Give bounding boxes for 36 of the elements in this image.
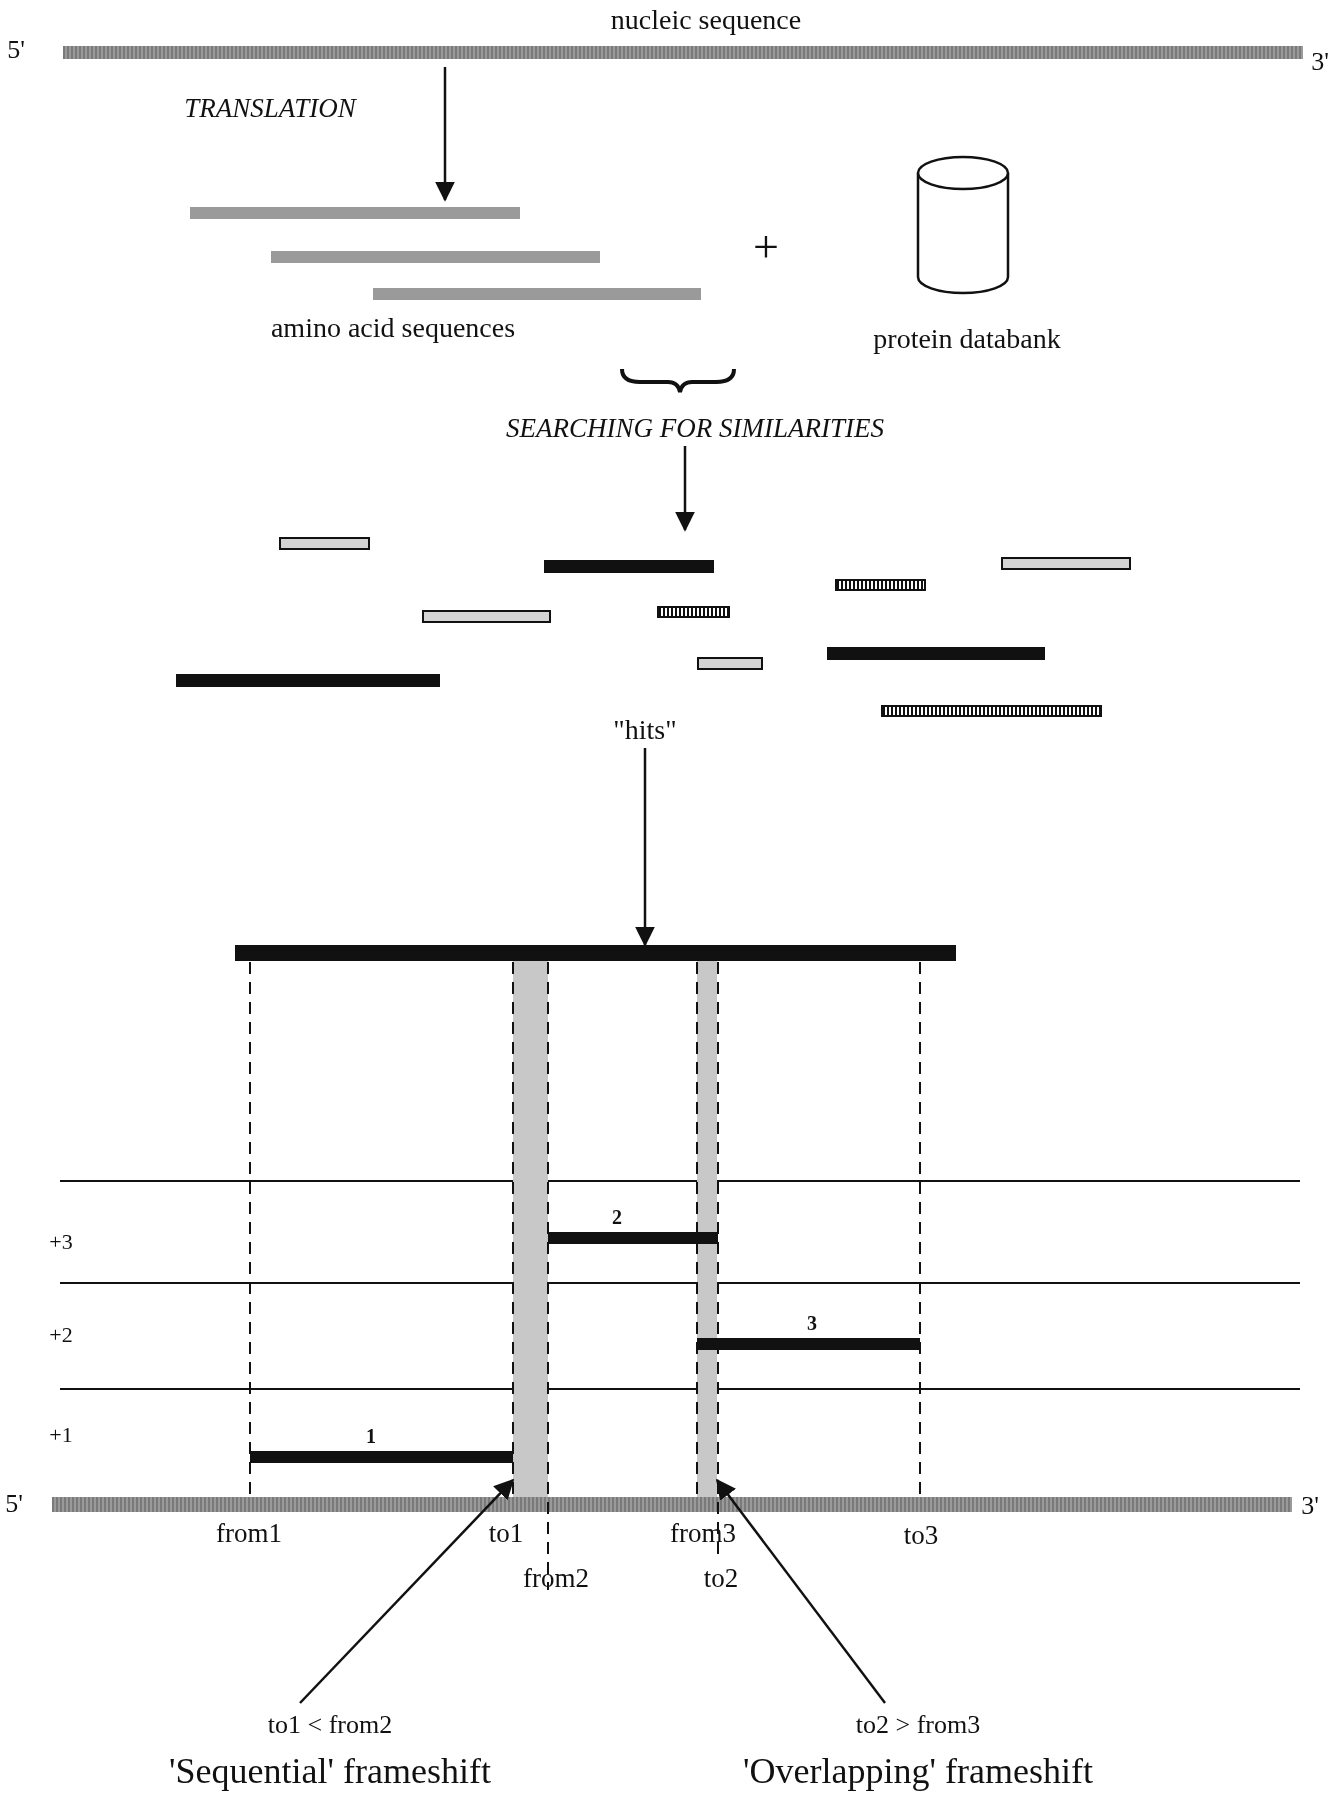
hits-label: "hits" — [613, 714, 677, 746]
arrow — [299, 1478, 515, 1704]
shaded-band — [697, 961, 717, 1497]
frameshift-label: 'Overlapping' frameshift — [743, 1752, 1093, 1792]
strand-end-label: 5' — [7, 35, 25, 65]
arrow — [716, 1478, 886, 1704]
position-label: to2 — [703, 1564, 739, 1594]
step-label: SEARCHING FOR SIMILARITIES — [506, 414, 884, 444]
sequence-label: nucleic sequence — [610, 4, 802, 36]
frame-label: +3 — [49, 1229, 73, 1255]
arrow — [435, 67, 455, 202]
position-label: to3 — [903, 1521, 939, 1551]
plus-sign: + — [753, 221, 779, 273]
database-label: protein databank — [873, 323, 1061, 355]
position-label: from2 — [523, 1564, 589, 1594]
strand-end-label: 5' — [5, 1489, 23, 1519]
condition-label: to1 < from2 — [267, 1710, 393, 1740]
arrow — [635, 748, 655, 947]
position-label: from3 — [670, 1519, 736, 1549]
hit-bar — [235, 945, 956, 961]
strand-end-label: 3' — [1311, 47, 1329, 77]
bar-number: 1 — [366, 1425, 376, 1447]
sequence-bar — [52, 1497, 1292, 1512]
bar-number: 2 — [612, 1206, 622, 1228]
condition-label: to2 > from3 — [855, 1710, 981, 1740]
bar-number: 3 — [807, 1312, 817, 1334]
position-label: to1 — [488, 1519, 524, 1549]
frame-label: +1 — [49, 1422, 73, 1448]
strand-end-label: 3' — [1301, 1491, 1319, 1521]
frameshift-label: 'Sequential' frameshift — [169, 1752, 491, 1792]
arrow — [675, 446, 695, 532]
sequence-label: amino acid sequences — [270, 312, 516, 344]
shaded-band — [513, 961, 548, 1497]
position-label: from1 — [216, 1519, 282, 1549]
frame-label: +2 — [49, 1322, 73, 1348]
edge-label: TRANSLATION — [184, 94, 356, 124]
